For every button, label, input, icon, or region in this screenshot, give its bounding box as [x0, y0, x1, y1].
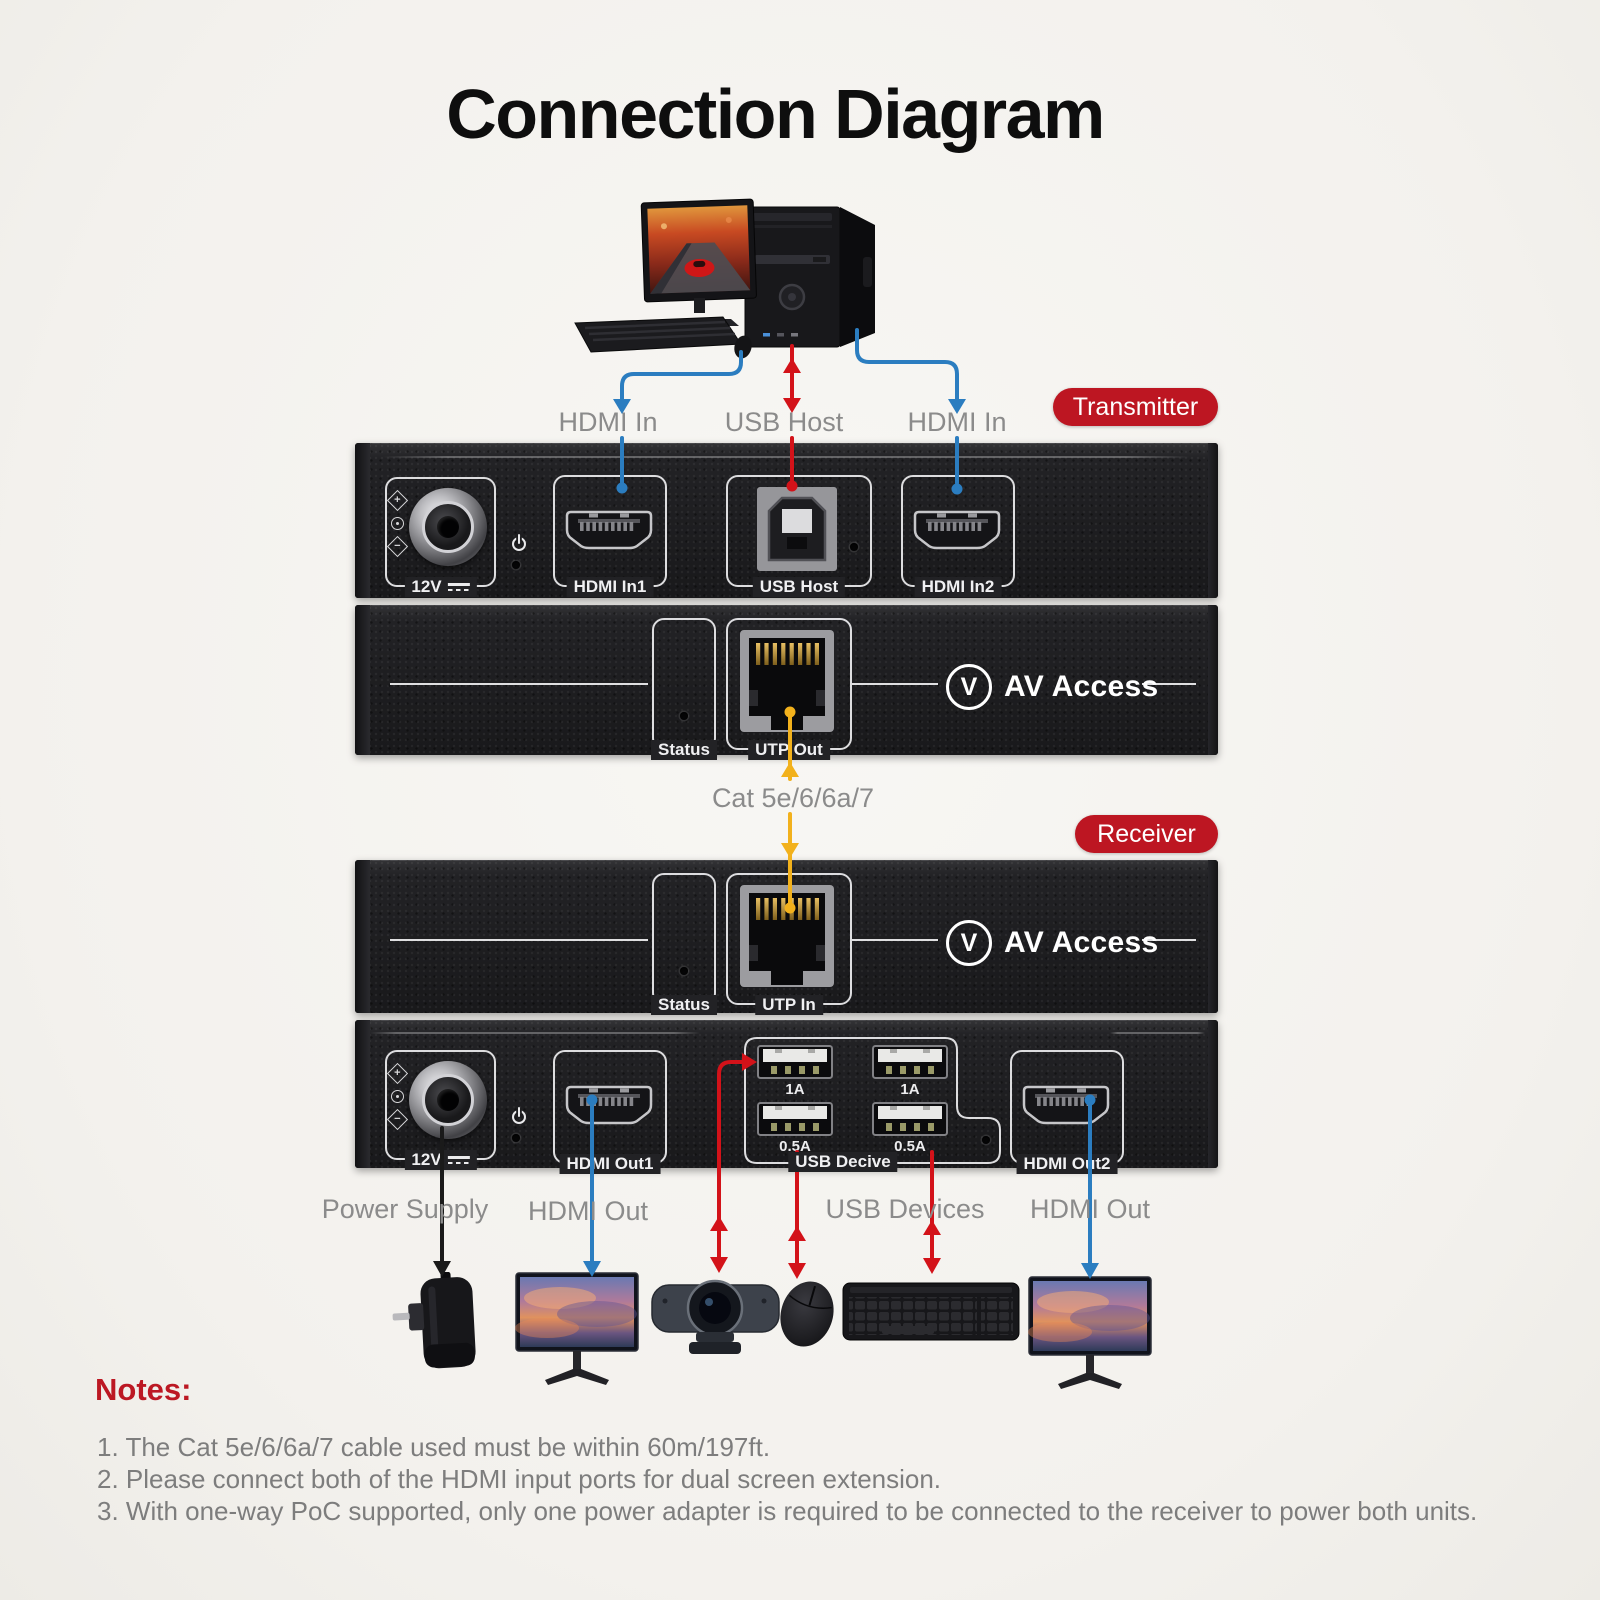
power-led — [512, 1134, 520, 1142]
rx-status-group: Status — [651, 873, 717, 1015]
dc-jack — [409, 488, 487, 566]
rx-utp-in-group: UTP In — [726, 873, 852, 1015]
page-title: Connection Diagram — [446, 75, 1105, 153]
note-item-3: 3. With one-way PoC supported, only one … — [97, 1496, 1478, 1526]
rx-hdmi-out2-group: HDMI Out2 — [1010, 1050, 1124, 1174]
webcam-illustration — [651, 1279, 780, 1354]
label-usb-devices: USB Devices — [825, 1194, 985, 1224]
usb-group-label: USB Decive — [788, 1152, 898, 1172]
usb-port-05a-left — [757, 1102, 833, 1136]
tx-power-port-group: +− 12V — [385, 477, 496, 597]
dc-symbol — [447, 1156, 470, 1164]
status-led — [680, 712, 688, 720]
tx-hdmi-in2-label: HDMI In2 — [914, 577, 1002, 597]
note-item-1: 1. The Cat 5e/6/6a/7 cable used must be … — [97, 1432, 771, 1462]
receiver-badge: Receiver — [1075, 815, 1218, 853]
tx-hdmi-in1-label: HDMI In1 — [566, 577, 654, 597]
label-hdmi-out-right: HDMI Out — [1029, 1194, 1150, 1224]
transmitter-badge: Transmitter — [1053, 388, 1218, 426]
rx-power-label: 12V — [404, 1150, 477, 1170]
tx-utp-out-group: UTP Out — [726, 618, 852, 760]
power-icon — [510, 534, 528, 553]
usb-port-1a-left — [757, 1045, 833, 1079]
rx-hdmi-out2-label: HDMI Out2 — [1016, 1154, 1118, 1174]
tx-hdmi-in1-group: HDMI In1 — [553, 475, 667, 597]
brand-mark-icon: V — [946, 920, 992, 966]
power-adapter-illustration — [392, 1272, 476, 1369]
cable-label: Cat 5e/6/6a/7 — [711, 783, 875, 813]
rx-hdmi-out1-group: HDMI Out1 — [553, 1050, 667, 1174]
polarity-icons: +− — [386, 489, 409, 558]
power-icon — [510, 1107, 528, 1126]
tx-hdmi-in2-group: HDMI In2 — [901, 475, 1015, 597]
rx-power-port-group: +− 12V — [385, 1050, 496, 1170]
tx-utp-out-label: UTP Out — [748, 740, 830, 760]
transmitter-front-panel: Status UTP Out V AV Access — [355, 605, 1218, 760]
tx-usb-host-group: USB Host — [726, 475, 872, 597]
av-access-logo: V AV Access — [946, 664, 1158, 710]
transmitter-rear-panel: +− 12V HDMI In1 USB Host HDMI In2 — [355, 443, 1218, 598]
tx-status-label: Status — [651, 740, 717, 760]
power-led — [512, 561, 520, 569]
label-hdmi-in-left: HDMI In — [558, 407, 658, 437]
label-usb-host: USB Host — [724, 407, 844, 437]
keyboard-illustration — [842, 1282, 1020, 1341]
rx-utp-in-label: UTP In — [755, 995, 823, 1015]
amp-label: 1A — [900, 1081, 920, 1098]
monitor-illustration-left — [515, 1272, 639, 1386]
dc-symbol — [447, 583, 470, 591]
usb-port-05a-right — [872, 1102, 948, 1136]
label-hdmi-in-right: HDMI In — [907, 407, 1007, 437]
tx-status-group: Status — [651, 618, 717, 760]
monitor-illustration-right — [1028, 1276, 1152, 1390]
computer-illustration — [574, 198, 875, 359]
usb-port-1a-right — [872, 1045, 948, 1079]
tx-usb-host-label: USB Host — [752, 577, 846, 597]
label-power-supply: Power Supply — [321, 1194, 489, 1224]
label-hdmi-out-left: HDMI Out — [527, 1196, 648, 1226]
amp-label: 1A — [785, 1081, 805, 1098]
rx-hdmi-out1-label: HDMI Out1 — [559, 1154, 661, 1174]
status-led — [680, 967, 688, 975]
dc-jack — [409, 1061, 487, 1139]
av-access-logo: V AV Access — [946, 920, 1158, 966]
tx-power-label: 12V — [404, 577, 477, 597]
usb-led — [982, 1136, 990, 1144]
note-item-2: 2. Please connect both of the HDMI input… — [97, 1464, 942, 1494]
notes-heading: Notes: — [95, 1372, 192, 1407]
rx-status-label: Status — [651, 995, 717, 1015]
polarity-icons: +− — [386, 1062, 409, 1131]
brand-mark-icon: V — [946, 664, 992, 710]
mouse-illustration — [780, 1281, 834, 1347]
receiver-front-panel: Status UTP In V AV Access — [355, 860, 1218, 1015]
